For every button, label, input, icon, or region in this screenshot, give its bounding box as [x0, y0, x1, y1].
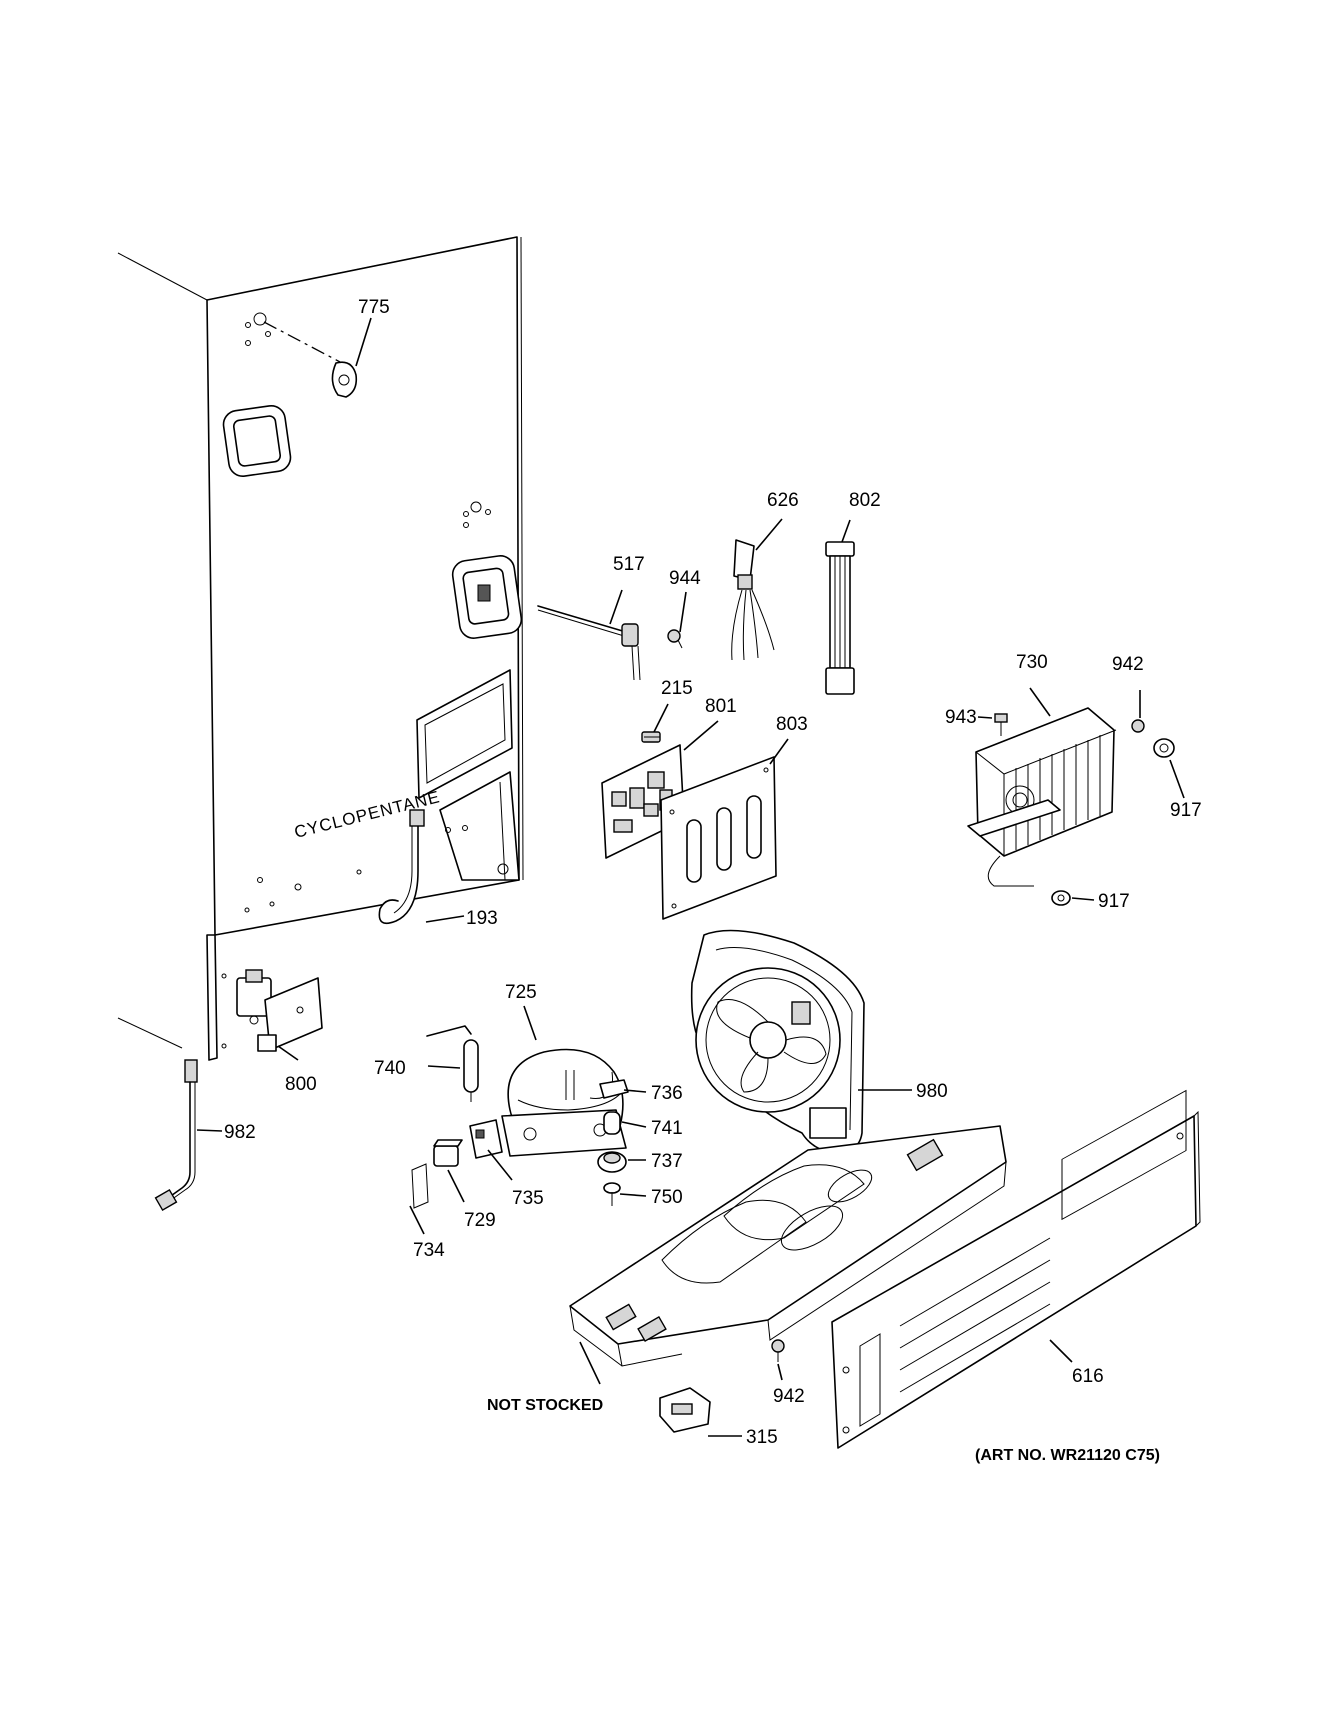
part-750-bolt — [603, 1182, 621, 1206]
part-775-cap — [263, 321, 358, 398]
callout-729: 729 — [464, 1210, 496, 1231]
part-729-overload — [433, 1139, 463, 1167]
callout-735: 735 — [512, 1188, 544, 1209]
part-734-clip — [411, 1163, 429, 1209]
art-number: (ART NO. WR21120 C75) — [975, 1447, 1160, 1464]
callout-193: 193 — [466, 908, 498, 929]
base-pan-not-stocked — [569, 1125, 1007, 1367]
part-193-drain-tube — [378, 809, 425, 925]
callout-626: 626 — [767, 490, 799, 511]
callout-942-upper: 942 — [1112, 654, 1144, 675]
part-980-fan-assembly — [690, 929, 865, 1154]
callout-517: 517 — [613, 554, 645, 575]
callout-labels: 775 626 802 517 944 215 801 803 730 942 … — [224, 297, 1202, 1464]
callout-917-upper: 917 — [1170, 800, 1202, 821]
part-917-grommet-upper — [1153, 738, 1175, 758]
callout-215: 215 — [661, 678, 693, 699]
part-725-compressor — [501, 1048, 627, 1157]
part-943-screw — [994, 713, 1008, 736]
callout-942-lower: 942 — [773, 1386, 805, 1407]
callout-917-lower: 917 — [1098, 891, 1130, 912]
part-735-relay — [469, 1119, 503, 1159]
callout-736: 736 — [651, 1083, 683, 1104]
part-616-access-cover — [831, 1089, 1201, 1449]
callout-734: 734 — [413, 1240, 445, 1261]
part-741-grommet — [603, 1111, 621, 1135]
part-942-screw-upper — [1131, 719, 1145, 733]
callout-741: 741 — [651, 1118, 683, 1139]
callout-730: 730 — [1016, 652, 1048, 673]
callout-800: 800 — [285, 1074, 317, 1095]
part-517-sensor — [537, 605, 641, 681]
part-730-condenser — [967, 707, 1117, 887]
part-944-screw — [667, 629, 683, 649]
part-803-board-cover — [660, 756, 777, 920]
callout-737: 737 — [651, 1151, 683, 1172]
leader-lines — [196, 317, 1185, 1437]
part-736-clip — [599, 1079, 629, 1099]
part-917-grommet-lower — [1051, 890, 1071, 906]
part-802-ribbon-harness — [825, 541, 855, 695]
part-740-filter-drier — [426, 1025, 479, 1102]
callout-982: 982 — [224, 1122, 256, 1143]
part-626-harness — [731, 539, 775, 661]
callout-725: 725 — [505, 982, 537, 1003]
callout-801: 801 — [705, 696, 737, 717]
not-stocked-label: NOT STOCKED — [487, 1397, 603, 1414]
part-942-screw-lower — [771, 1339, 785, 1362]
part-315-bracket — [659, 1387, 711, 1433]
cabinet-back-panel: CYCLOPENTANE — [117, 236, 524, 1061]
callout-980: 980 — [916, 1081, 948, 1102]
callout-775: 775 — [358, 297, 390, 318]
part-800-water-valve — [236, 969, 323, 1052]
callout-803: 803 — [776, 714, 808, 735]
callout-740: 740 — [374, 1058, 406, 1079]
callout-616: 616 — [1072, 1366, 1104, 1387]
part-982-water-line — [154, 1059, 198, 1212]
callout-750: 750 — [651, 1187, 683, 1208]
callout-315: 315 — [746, 1427, 778, 1448]
callout-943: 943 — [945, 707, 977, 728]
part-215-clip — [641, 731, 661, 743]
callout-944: 944 — [669, 568, 701, 589]
callout-802: 802 — [849, 490, 881, 511]
part-737-mount — [597, 1151, 627, 1173]
